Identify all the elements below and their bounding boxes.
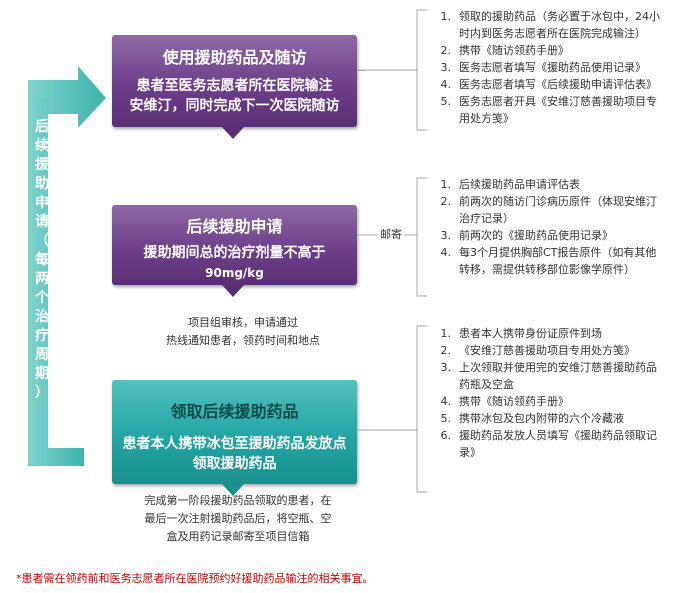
list-item-number: 2. bbox=[440, 195, 452, 208]
step3-notch bbox=[222, 484, 244, 496]
list-item-text: 携带《随访领药手册》 bbox=[459, 44, 569, 57]
list-item-text: 转移，需提供转移部位影像学原件） bbox=[459, 263, 635, 276]
list-item: 1. 领取的援助药品（务必置于冰包中，24小时内到医务志愿者所在医院完成输注） bbox=[437, 8, 682, 42]
step2-title: 后续援助申请 bbox=[186, 217, 283, 236]
step3-subtitle-line1: 患者本人携带冰包至援助药品发放点 bbox=[122, 436, 347, 452]
list-application-materials: 1. 后续援助药品申请评估表 2. 前两次的随访门诊病历原件（体现安维汀治疗记录） 3.… bbox=[437, 176, 682, 278]
list-item: 5. 医务志愿者开具《安维汀慈善援助项目专用处方笺》 bbox=[437, 93, 682, 127]
list-item-number: 3. bbox=[440, 61, 452, 74]
list-item-number: 6. bbox=[440, 429, 452, 442]
loop-label-char: 个 bbox=[35, 290, 49, 306]
step3-subtitle-line2: 领取援助药品 bbox=[192, 456, 277, 472]
list-item-text: 领取的援助药品（务必置于冰包中，24小 bbox=[459, 10, 660, 23]
list-item-text: 携带冰包及包内附带的六个冷藏液 bbox=[459, 412, 624, 425]
loop-label-char: （ bbox=[35, 233, 49, 249]
list-item-number: 1. bbox=[440, 327, 452, 340]
list-item-number: 1. bbox=[440, 10, 452, 23]
after-note-line1: 完成第一阶段援助药品领取的患者，在 bbox=[144, 494, 332, 507]
list-item-number: 2. bbox=[440, 344, 452, 357]
review-note: 项目组审核，申请通过 热线通知患者，领药时间和地点 bbox=[138, 314, 348, 350]
list-item-text: 医务志愿者开具《安维汀慈善援助项目专 bbox=[459, 95, 657, 108]
list-item-text: 患者本人携带身份证原件到场 bbox=[459, 327, 602, 340]
step2-notch bbox=[222, 285, 244, 297]
list-item-text: 前两次的随访门诊病历原件（体现安维汀 bbox=[459, 195, 657, 208]
step1-notch bbox=[222, 127, 244, 139]
loop-label-char: 援 bbox=[35, 157, 49, 173]
loop-label: 后续援助申请 （ 每两个治疗周期 ） bbox=[33, 118, 51, 403]
list-item-number: 1. bbox=[440, 178, 452, 191]
step1-title: 使用援助药品及随访 bbox=[162, 48, 307, 67]
list-item-number: 4. bbox=[440, 395, 452, 408]
after-note-line2: 最后一次注射援助药品后，将空瓶、空 bbox=[144, 512, 332, 525]
loop-label-char: 治 bbox=[35, 309, 49, 325]
list-item-number: 3. bbox=[440, 361, 452, 374]
list-item: 3. 医务志愿者填写《援助药品使用记录》 bbox=[437, 59, 682, 76]
list-item-text: 前两次的《援助药品使用记录》 bbox=[459, 229, 613, 242]
connector-lines bbox=[357, 9, 427, 493]
list-item-number: 5. bbox=[440, 412, 452, 425]
list-item-text: 药瓶及空盒 bbox=[459, 378, 514, 391]
loop-arrow-shaft bbox=[28, 98, 84, 466]
review-note-line1: 项目组审核，申请通过 bbox=[188, 316, 298, 329]
list-item-text: 每3个月提供胸部CT报告原件（如有其他 bbox=[459, 246, 657, 259]
list-item: 1. 后续援助药品申请评估表 bbox=[437, 176, 682, 193]
loop-label-char: 后 bbox=[35, 119, 49, 135]
list-item-text: 录》 bbox=[459, 446, 481, 459]
list-use-requirements: 1. 领取的援助药品（务必置于冰包中，24小时内到医务志愿者所在医院完成输注） 2.… bbox=[437, 8, 682, 127]
loop-label-char: 申 bbox=[35, 195, 49, 211]
list-item-text: 《安维汀慈善援助项目专用处方笺》 bbox=[459, 344, 635, 357]
review-note-line2: 热线通知患者，领药时间和地点 bbox=[166, 334, 320, 347]
loop-label-char: 每 bbox=[35, 252, 49, 268]
step-followup-application: 后续援助申请 援助期间总的治疗剂量不高于 90mg/kg bbox=[112, 205, 357, 285]
loop-arrow-head bbox=[28, 66, 106, 128]
list-item: 4. 医务志愿者填写《后续援助申请评估表》 bbox=[437, 76, 682, 93]
list-item: 3. 上次领取并使用完的安维汀慈善援助药品药瓶及空盒 bbox=[437, 359, 682, 393]
list-item-number: 5. bbox=[440, 95, 452, 108]
list-item-text: 携带《随访领药手册》 bbox=[459, 395, 569, 408]
list-item-number: 2. bbox=[440, 44, 452, 57]
list-item: 4. 每3个月提供胸部CT报告原件（如有其他转移，需提供转移部位影像学原件） bbox=[437, 244, 682, 278]
list-item: 1. 患者本人携带身份证原件到场 bbox=[437, 325, 682, 342]
footnote: *患者需在领药前和医务志愿者所在医院预约好援助药品输注的相关事宜。 bbox=[16, 572, 374, 585]
loop-arrow bbox=[28, 66, 106, 466]
list-item-number: 3. bbox=[440, 229, 452, 242]
list-item: 6. 援助药品发放人员填写《援助药品领取记录》 bbox=[437, 427, 682, 461]
list-item-text: 医务志愿者填写《援助药品使用记录》 bbox=[459, 61, 646, 74]
step-receive-aid-drug: 领取后续援助药品 患者本人携带冰包至援助药品发放点 领取援助药品 bbox=[112, 380, 357, 484]
list-item-text: 用处方笺》 bbox=[459, 112, 514, 125]
list-item: 2. 前两次的随访门诊病历原件（体现安维汀治疗记录） bbox=[437, 193, 682, 227]
list-item-text: 治疗记录） bbox=[459, 212, 514, 225]
step-use-aid-drug: 使用援助药品及随访 患者至医务志愿者所在医院输注 安维汀，同时完成下一次医院随访 bbox=[112, 35, 357, 127]
list-item: 4. 携带《随访领药手册》 bbox=[437, 393, 682, 410]
list-item: 2. 《安维汀慈善援助项目专用处方笺》 bbox=[437, 342, 682, 359]
step1-subtitle-line2: 安维汀，同时完成下一次医院随访 bbox=[129, 98, 340, 114]
list-item: 2. 携带《随访领药手册》 bbox=[437, 42, 682, 59]
loop-label-char: 期 bbox=[35, 366, 49, 382]
list-item-text: 后续援助药品申请评估表 bbox=[459, 178, 580, 191]
after-note-line3: 盒及用药记录邮寄至项目信箱 bbox=[166, 530, 310, 543]
loop-label-char: 助 bbox=[35, 176, 49, 192]
list-item: 3. 前两次的《援助药品使用记录》 bbox=[437, 227, 682, 244]
step2-subtitle-line2: 90mg/kg bbox=[205, 266, 264, 280]
loop-label-char: 两 bbox=[35, 271, 49, 287]
loop-label-char: 请 bbox=[35, 214, 49, 230]
mail-label: 邮寄 bbox=[378, 226, 404, 244]
list-item-text: 上次领取并使用完的安维汀慈善援助药品 bbox=[459, 361, 657, 374]
loop-label-char: 续 bbox=[35, 138, 49, 154]
step3-title: 领取后续援助药品 bbox=[170, 402, 299, 421]
list-item-text: 援助药品发放人员填写《援助药品领取记 bbox=[459, 429, 657, 442]
loop-label-char: 周 bbox=[35, 347, 49, 363]
after-note: 完成第一阶段援助药品领取的患者，在 最后一次注射援助药品后，将空瓶、空 盒及用药… bbox=[118, 492, 358, 546]
list-receiving-requirements: 1. 患者本人携带身份证原件到场 2. 《安维汀慈善援助项目专用处方笺》 3. 上次领取并… bbox=[437, 325, 682, 461]
list-item-number: 4. bbox=[440, 78, 452, 91]
loop-label-char: 疗 bbox=[35, 328, 49, 344]
list-item-number: 4. bbox=[440, 246, 452, 259]
list-item-text: 时内到医务志愿者所在医院完成输注） bbox=[459, 27, 646, 40]
list-item: 5. 携带冰包及包内附带的六个冷藏液 bbox=[437, 410, 682, 427]
step1-subtitle-line1: 患者至医务志愿者所在医院输注 bbox=[136, 78, 333, 94]
step2-subtitle-line1: 援助期间总的治疗剂量不高于 bbox=[143, 245, 326, 261]
loop-label-char: ） bbox=[35, 385, 49, 401]
list-item-text: 医务志愿者填写《后续援助申请评估表》 bbox=[459, 78, 657, 91]
